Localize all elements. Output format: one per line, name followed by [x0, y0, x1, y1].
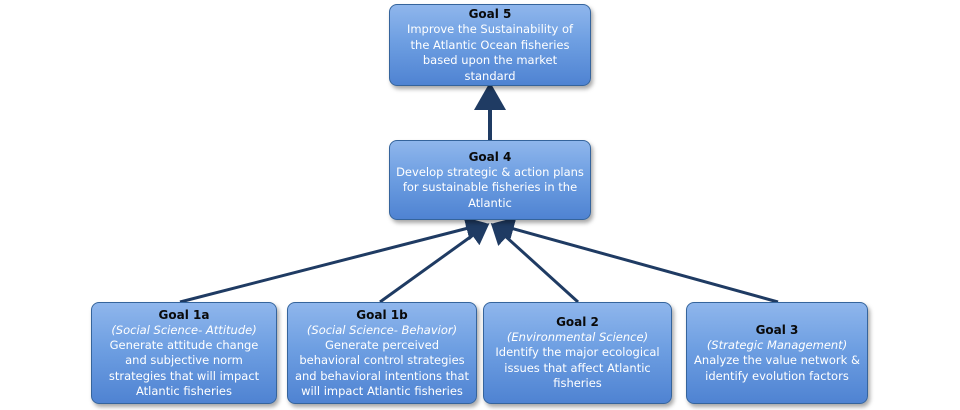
arrow-goal1a-to-goal4 [179, 216, 487, 304]
goal4-box: Goal 4 Develop strategic & action plans … [389, 140, 591, 220]
goal5-box: Goal 5 Improve the Sustainability of the… [389, 4, 591, 86]
arrow-goal1b-to-goal4 [379, 223, 490, 304]
goal1a-box: Goal 1a (Social Science- Attitude) Gener… [91, 302, 277, 404]
goal1b-box: Goal 1b (Social Science- Behavior) Gener… [287, 302, 477, 404]
goal1b-title: Goal 1b [356, 307, 408, 322]
goal2-box: Goal 2 (Environmental Science) Identify … [483, 302, 672, 404]
goal4-title: Goal 4 [468, 149, 512, 164]
goal3-title: Goal 3 [755, 323, 799, 337]
goal3-category: (Strategic Management) [706, 338, 848, 352]
goal4-description: Develop strategic & action plans for sus… [396, 164, 584, 210]
goal2-description: Identify the major ecological issues tha… [495, 345, 660, 391]
goal3-box: Goal 3 (Strategic Management) Analyze th… [686, 302, 868, 404]
goal1a-title: Goal 1a [158, 307, 210, 322]
goal2-title: Goal 2 [556, 315, 599, 330]
goal1b-description: Generate perceived behavioral control st… [294, 337, 470, 399]
goal3-description: Analyze the value network & identify evo… [694, 353, 860, 383]
goal5-title: Goal 5 [468, 7, 512, 21]
goal1a-description: Generate attitude change and subjective … [108, 337, 260, 399]
goal2-category: (Environmental Science) [506, 330, 649, 345]
arrow-goal3-to-goal4 [493, 217, 779, 304]
goal1b-category: (Social Science- Behavior) [306, 322, 458, 337]
arrow-goal2-to-goal4 [490, 222, 580, 304]
goal5-description: Improve the Sustainability of the Atlant… [406, 22, 574, 83]
goal1a-category: (Social Science- Attitude) [111, 322, 257, 337]
